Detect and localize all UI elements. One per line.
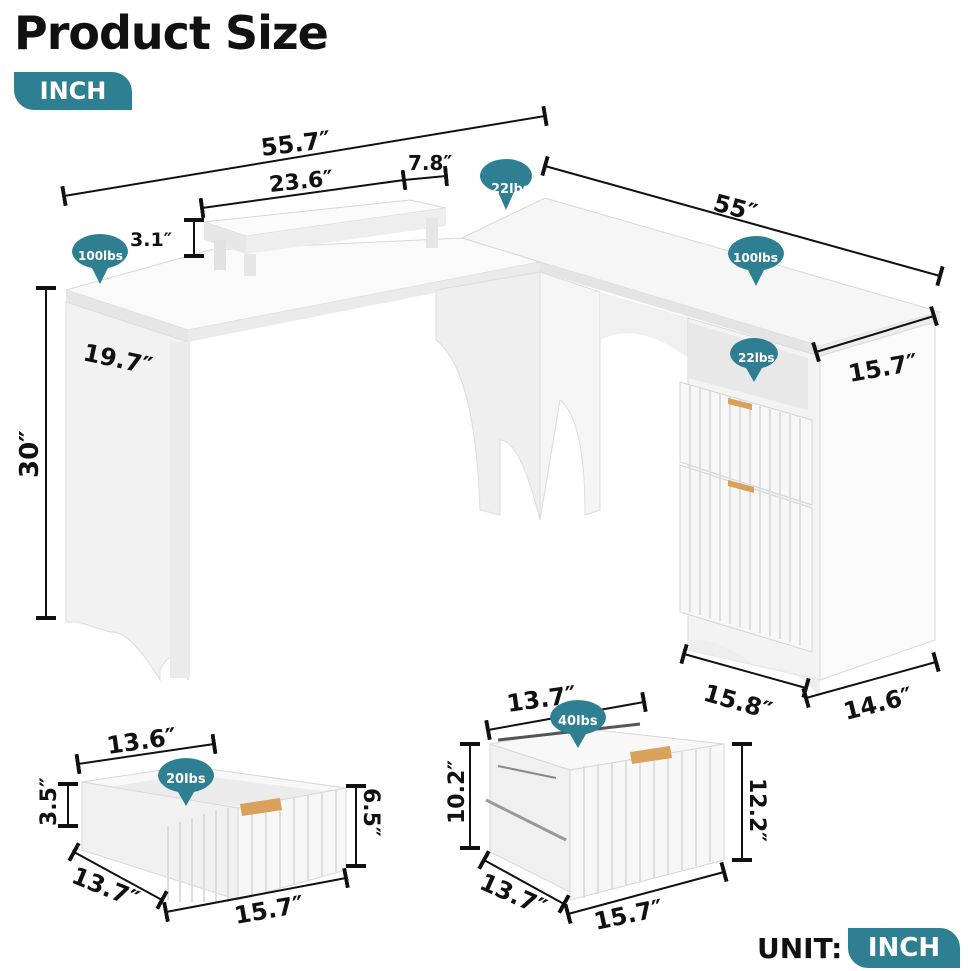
drawer-handle [728,480,754,493]
dim-file-drawer-front-width: 15.7″ [591,894,666,936]
unit-badge: INCH [14,72,132,110]
dim-cabinet-width: 15.8″ [700,679,775,725]
dim-small-drawer-inner-height: 3.5″ [37,777,62,826]
load-pin-cabinet-shelf: 22lbs [730,338,778,382]
desk-cabinet [679,317,936,698]
load-pin-right-top: 100lbs [728,236,784,286]
dim-total-width: 55.7″ [259,126,332,162]
l-shaped-desk [64,197,942,698]
dim-small-drawer-front-height: 6.5″ [358,788,383,837]
drawer-handle [728,398,752,410]
load-pin-small-drawer: 20lbs [158,758,214,806]
svg-text:100lbs: 100lbs [78,249,123,263]
dim-shelf-depth: 7.8″ [408,151,452,175]
unit-badge-bottom: INCH [848,928,960,968]
dim-file-drawer-inner-height: 10.2″ [445,760,470,824]
dim-height: 30″ [15,430,45,478]
page-title: Product Size [14,6,329,60]
load-pin-file-drawer: 40lbs [550,700,606,748]
svg-text:20lbs: 20lbs [166,772,206,787]
svg-text:22lbs: 22lbs [738,351,775,365]
drawer-handle [240,798,282,816]
svg-text:40lbs: 40lbs [558,714,598,729]
dim-shelf-height: 3.1″ [130,229,173,251]
dim-side-length: 55″ [710,189,760,228]
dim-file-drawer-front-height: 12.2″ [744,778,769,842]
load-pin-left-top: 100lbs [72,234,128,284]
load-pin-shelf: 22lbs [480,159,532,210]
desk-center-support [435,271,541,521]
dim-shelf-width: 23.6″ [268,166,335,198]
dim-small-drawer-top-width: 13.6″ [105,722,178,759]
svg-text:100lbs: 100lbs [733,251,778,265]
drawer-handle [630,746,672,764]
svg-text:22lbs: 22lbs [491,182,531,197]
unit-label: UNIT: [757,932,843,965]
dimension-lines [36,105,945,709]
file-drawer [485,722,725,901]
dim-cabinet-depth: 14.6″ [841,682,916,726]
